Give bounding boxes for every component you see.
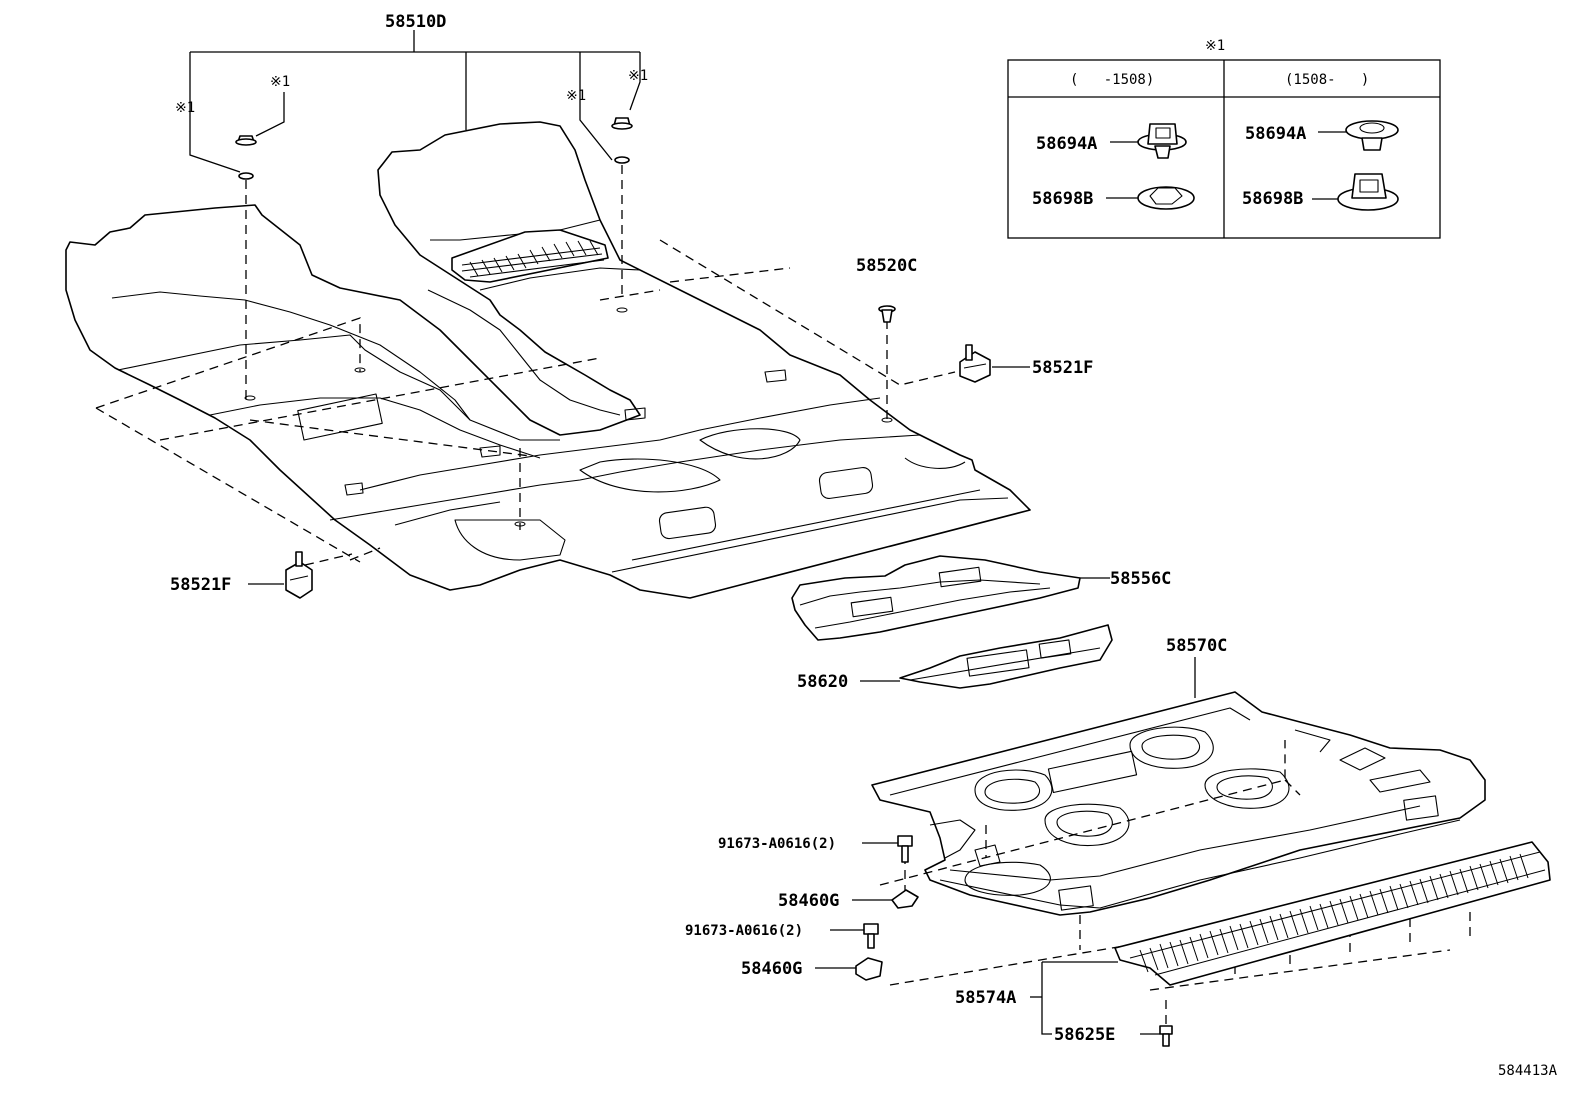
plate-58620: [860, 624, 1113, 689]
label-91673-lower: 91673-A0616(2): [685, 923, 803, 939]
table-left-bottom-label: 58698B: [1032, 189, 1093, 209]
label-58521f-right: 58521F: [1032, 358, 1093, 378]
table-left-top-label: 58694A: [1036, 134, 1097, 154]
label-58521f-left: 58521F: [170, 575, 231, 595]
inset-table: [1007, 59, 1441, 239]
label-58556c: 58556C: [1110, 569, 1171, 589]
front-carpet-phantom-lines: [95, 165, 956, 566]
scuff-plate-58574a: [1030, 841, 1551, 1047]
illustration-number: 584413A: [1498, 1063, 1558, 1079]
label-58570c: 58570C: [1166, 636, 1227, 656]
label-58625e: 58625E: [1054, 1025, 1115, 1045]
rear-floor-carpet-58570c: [871, 657, 1486, 916]
table-right-bottom-label: 58698B: [1242, 189, 1303, 209]
label-58520c: 58520C: [856, 256, 917, 276]
plug-58520c: [878, 305, 896, 323]
label-58620: 58620: [797, 672, 848, 692]
carpet-58556c: [791, 555, 1110, 641]
label-58574a: 58574A: [955, 988, 1016, 1008]
label-58460g-upper: 58460G: [778, 891, 839, 911]
front-carpet-clips: [235, 117, 893, 527]
table-right-top-label: 58694A: [1245, 124, 1306, 144]
58510d-leaders: [189, 30, 641, 173]
label-58460g-lower: 58460G: [741, 959, 802, 979]
rear-fasteners: [815, 835, 919, 981]
table-col-left-header: ( -1508): [1070, 72, 1154, 88]
clip-58521f-left: [248, 551, 313, 599]
table-col-right-header: (1508- ): [1285, 72, 1369, 88]
label-91673-upper: 91673-A0616(2): [718, 836, 836, 852]
note-mark-3: ※1: [566, 88, 586, 104]
note-mark-4: ※1: [628, 68, 648, 84]
note-mark-1: ※1: [175, 100, 195, 116]
clip-58521f-right: [959, 344, 1030, 383]
label-58510d: 58510D: [385, 12, 446, 32]
table-title-mark: ※1: [1205, 38, 1225, 54]
note-mark-2: ※1: [270, 74, 290, 90]
front-floor-carpet: [65, 121, 1031, 599]
